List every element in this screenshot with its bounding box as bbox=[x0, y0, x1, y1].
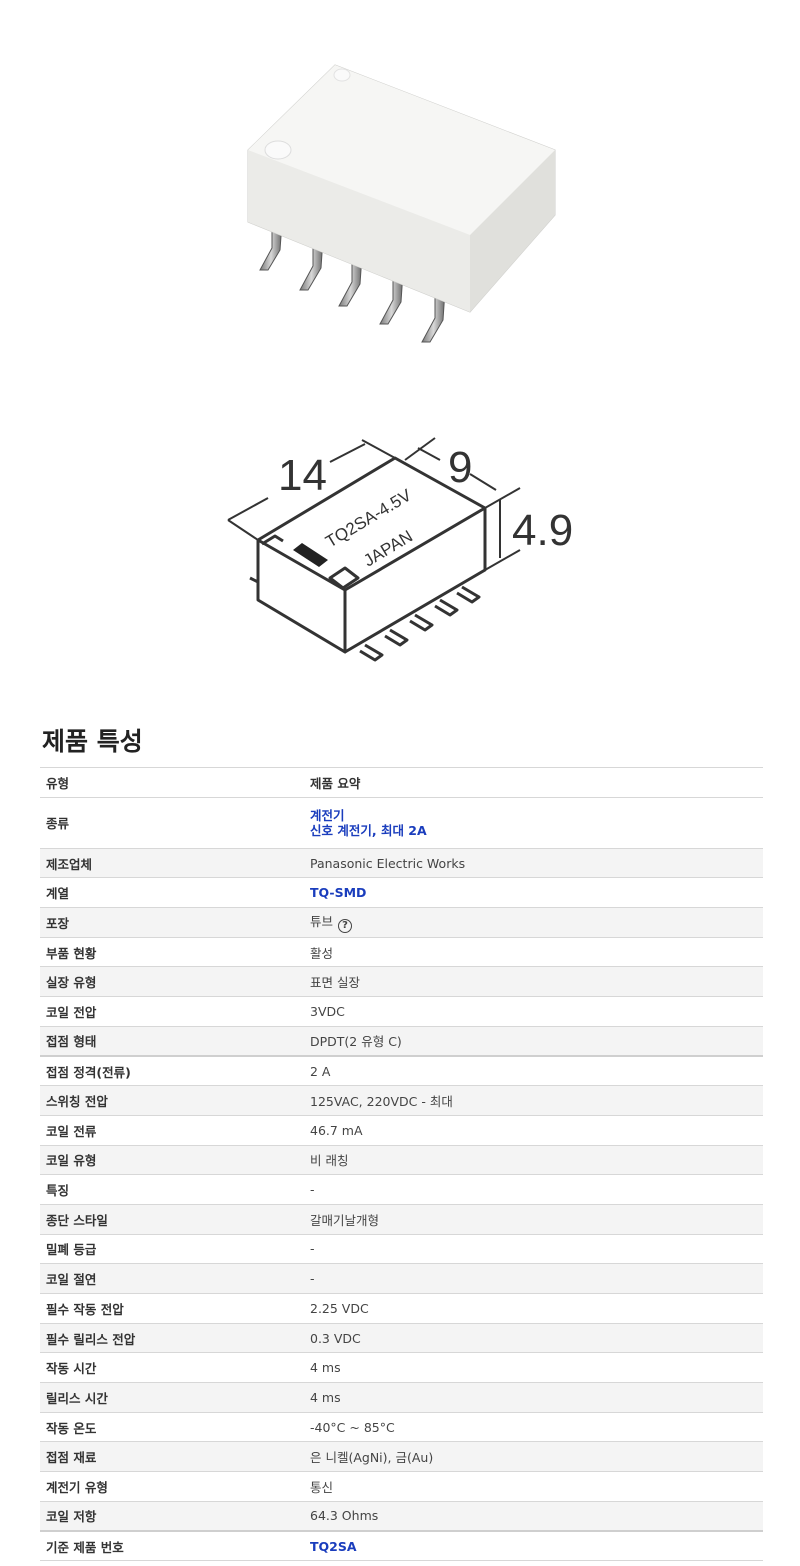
row-value: - bbox=[304, 1233, 763, 1264]
row-key: 기준 제품 번호 bbox=[40, 1530, 304, 1562]
table-row: 코일 유형 비 래칭 bbox=[40, 1144, 763, 1175]
table-row: 기준 제품 번호 TQ2SA bbox=[40, 1530, 763, 1562]
row-key: 종류 bbox=[40, 796, 304, 849]
table-row: 종류 계전기 신호 계전기, 최대 2A bbox=[40, 796, 763, 849]
row-value: 은 니켈(AgNi), 금(Au) bbox=[304, 1441, 763, 1472]
row-value: 64.3 Ohms bbox=[304, 1500, 763, 1531]
row-value: TQ2SA bbox=[304, 1530, 763, 1562]
table-row: 접점 형태 DPDT(2 유형 C) bbox=[40, 1025, 763, 1056]
packaging-value: 튜브 bbox=[310, 914, 334, 930]
table-row: 포장 튜브? bbox=[40, 907, 763, 938]
row-value: 튜브? bbox=[304, 907, 763, 938]
row-key: 접점 정격(전류) bbox=[40, 1055, 304, 1086]
row-value: 2.25 VDC bbox=[304, 1293, 763, 1324]
row-value: 4 ms bbox=[304, 1382, 763, 1413]
row-value: 46.7 mA bbox=[304, 1114, 763, 1146]
table-row: 부품 현황 활성 bbox=[40, 936, 763, 967]
row-value: 3VDC bbox=[304, 996, 763, 1027]
table-row: 특징 - bbox=[40, 1174, 763, 1205]
row-value: - bbox=[304, 1174, 763, 1205]
row-key: 계전기 유형 bbox=[40, 1471, 304, 1502]
base-part-link[interactable]: TQ2SA bbox=[310, 1538, 357, 1554]
row-key: 필수 릴리스 전압 bbox=[40, 1322, 304, 1353]
table-row: 종단 스타일 갈매기날개형 bbox=[40, 1203, 763, 1235]
product-photo bbox=[247, 64, 556, 343]
dim-width-label: 9 bbox=[448, 443, 472, 492]
product-attributes-table: 유형 제품 요약 종류 계전기 신호 계전기, 최대 2A 제조업체 Panas… bbox=[40, 767, 763, 1562]
row-value: 계전기 신호 계전기, 최대 2A bbox=[304, 796, 763, 849]
row-value: 0.3 VDC bbox=[304, 1322, 763, 1353]
row-key: 포장 bbox=[40, 907, 304, 938]
section-title: 제품 특성 bbox=[42, 727, 143, 756]
row-value: TQ-SMD bbox=[304, 877, 763, 908]
row-value: 갈매기날개형 bbox=[304, 1203, 763, 1235]
row-value: 비 래칭 bbox=[304, 1144, 763, 1175]
table-row: 릴리스 시간 4 ms bbox=[40, 1382, 763, 1413]
row-key: 계열 bbox=[40, 877, 304, 908]
row-value: 4 ms bbox=[304, 1352, 763, 1383]
help-circle-icon[interactable]: ? bbox=[338, 919, 353, 934]
subcategory-link[interactable]: 신호 계전기, 최대 2A bbox=[310, 822, 427, 838]
row-value: Panasonic Electric Works bbox=[304, 847, 763, 878]
row-value: DPDT(2 유형 C) bbox=[304, 1025, 763, 1056]
table-row: 제조업체 Panasonic Electric Works bbox=[40, 847, 763, 878]
row-key: 스위칭 전압 bbox=[40, 1085, 304, 1116]
row-key: 코일 저항 bbox=[40, 1500, 304, 1531]
table-row: 밀폐 등급 - bbox=[40, 1233, 763, 1264]
table-row: 스위칭 전압 125VAC, 220VDC - 최대 bbox=[40, 1085, 763, 1116]
row-key: 특징 bbox=[40, 1174, 304, 1205]
table-row: 코일 저항 64.3 Ohms bbox=[40, 1500, 763, 1531]
table-row: 작동 시간 4 ms bbox=[40, 1352, 763, 1383]
row-value: -40°C ~ 85°C bbox=[304, 1411, 763, 1442]
table-row: 필수 릴리스 전압 0.3 VDC bbox=[40, 1322, 763, 1353]
table-header-row: 유형 제품 요약 bbox=[40, 767, 763, 798]
relay-body bbox=[247, 64, 556, 313]
row-key: 부품 현황 bbox=[40, 936, 304, 967]
row-key: 코일 전압 bbox=[40, 996, 304, 1027]
row-value: 표면 실장 bbox=[304, 966, 763, 997]
row-key: 작동 온도 bbox=[40, 1411, 304, 1442]
row-key: 제조업체 bbox=[40, 847, 304, 878]
table-row: 코일 절연 - bbox=[40, 1263, 763, 1294]
table-row: 계전기 유형 통신 bbox=[40, 1471, 763, 1502]
row-key: 실장 유형 bbox=[40, 966, 304, 997]
table-row: 작동 온도 -40°C ~ 85°C bbox=[40, 1411, 763, 1442]
row-key: 종단 스타일 bbox=[40, 1203, 304, 1235]
row-key: 릴리스 시간 bbox=[40, 1382, 304, 1413]
table-row: 실장 유형 표면 실장 bbox=[40, 966, 763, 997]
row-value: 125VAC, 220VDC - 최대 bbox=[304, 1085, 763, 1116]
series-link[interactable]: TQ-SMD bbox=[310, 885, 367, 901]
row-value: - bbox=[304, 1263, 763, 1294]
table-row: 접점 재료 은 니켈(AgNi), 금(Au) bbox=[40, 1441, 763, 1472]
row-value: 통신 bbox=[304, 1471, 763, 1502]
row-key: 작동 시간 bbox=[40, 1352, 304, 1383]
row-key: 밀폐 등급 bbox=[40, 1233, 304, 1264]
row-value: 활성 bbox=[304, 936, 763, 967]
row-key: 접점 형태 bbox=[40, 1025, 304, 1056]
row-key: 코일 절연 bbox=[40, 1263, 304, 1294]
row-key: 접점 재료 bbox=[40, 1441, 304, 1472]
dim-length-label: 14 bbox=[278, 451, 327, 500]
table-row: 필수 작동 전압 2.25 VDC bbox=[40, 1293, 763, 1324]
table-row: 코일 전압 3VDC bbox=[40, 996, 763, 1027]
category-link[interactable]: 계전기 bbox=[310, 807, 345, 823]
row-value: 2 A bbox=[304, 1055, 763, 1086]
row-key: 코일 전류 bbox=[40, 1114, 304, 1146]
dimension-drawing: 14 9 4.9 TQ2SA-4.5V JAPAN bbox=[227, 437, 573, 662]
header-value: 제품 요약 bbox=[304, 767, 763, 798]
row-key: 코일 유형 bbox=[40, 1144, 304, 1175]
header-key: 유형 bbox=[40, 767, 304, 798]
dim-height-label: 4.9 bbox=[512, 506, 573, 555]
table-row: 계열 TQ-SMD bbox=[40, 877, 763, 908]
row-key: 필수 작동 전압 bbox=[40, 1293, 304, 1324]
table-row: 코일 전류 46.7 mA bbox=[40, 1114, 763, 1146]
table-row: 접점 정격(전류) 2 A bbox=[40, 1055, 763, 1086]
